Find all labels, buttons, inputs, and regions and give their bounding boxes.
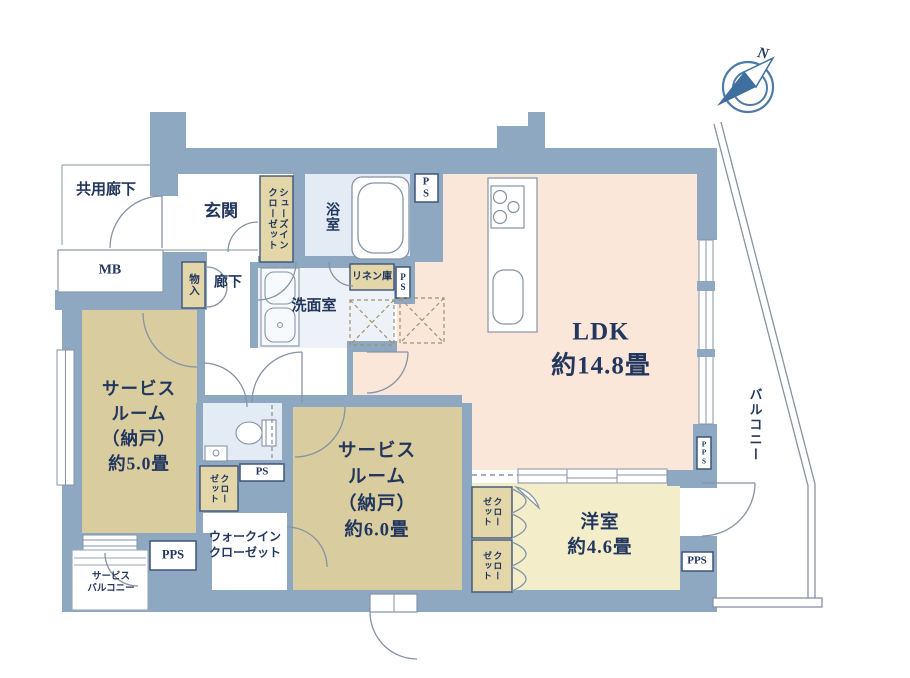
meter-box <box>57 249 164 293</box>
service-balcony <box>71 549 149 611</box>
exterior-door <box>369 593 418 660</box>
doors <box>104 195 756 592</box>
windows <box>56 239 715 552</box>
bathtub <box>351 176 410 260</box>
shaft-boxes <box>149 173 714 572</box>
label-boxes <box>181 175 513 593</box>
laundry-spaces <box>349 297 445 346</box>
balcony-railing <box>712 121 823 608</box>
vanity-sink <box>260 267 300 347</box>
kitchen-counter <box>487 177 538 333</box>
exterior-lines <box>61 164 258 251</box>
compass-icon <box>717 56 775 114</box>
